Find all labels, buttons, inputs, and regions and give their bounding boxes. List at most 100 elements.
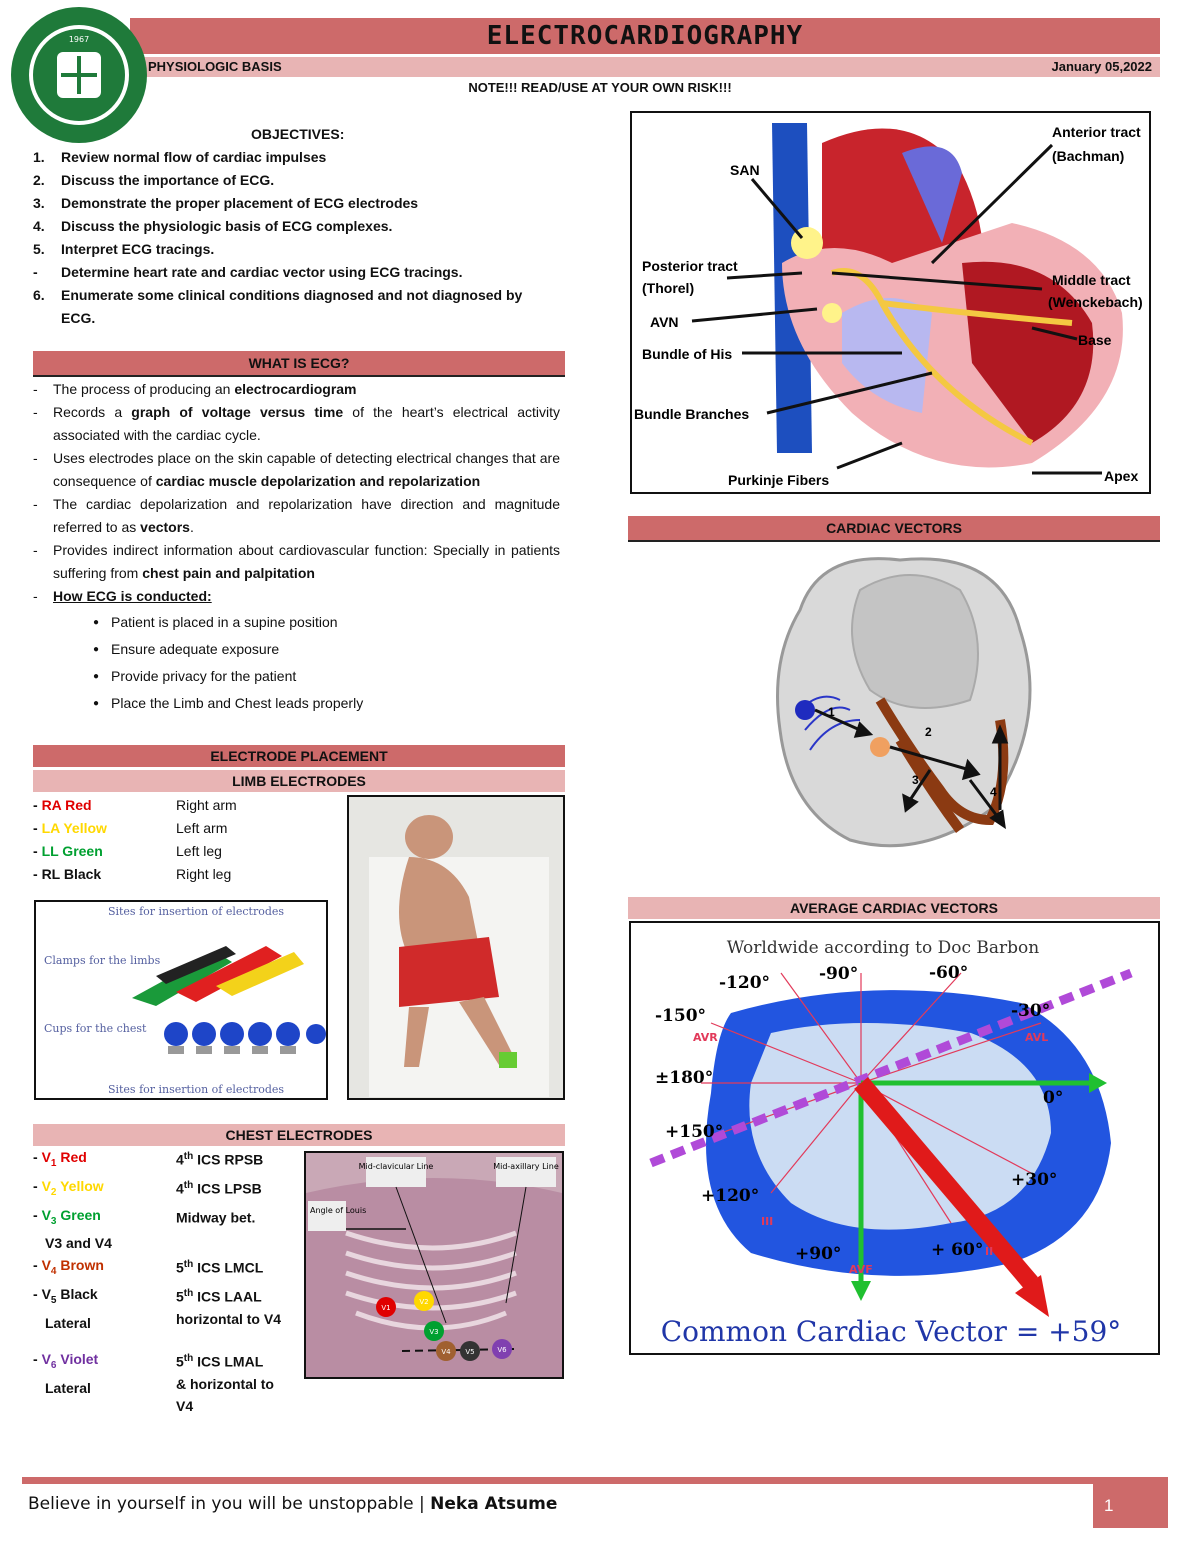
angle-label: ±180° <box>655 1068 713 1088</box>
conduction-figure: SAN Anterior tract(Bachman) Posterior tr… <box>630 111 1151 494</box>
angle-label: Angle of Louis <box>310 1206 366 1215</box>
lead-marker <box>376 1297 396 1317</box>
lead-label: AVL <box>1025 1031 1048 1044</box>
angle-label: -120° <box>719 973 770 993</box>
limb-electrode-site: Left arm <box>176 820 228 836</box>
objectives-heading: OBJECTIVES: <box>251 126 345 142</box>
objective-item: 2.Discuss the importance of ECG. <box>33 172 275 188</box>
title-bar <box>130 18 1160 54</box>
bullet: -Provides indirect information about car… <box>33 542 560 581</box>
limb-electrodes-heading: LIMB ELECTRODES <box>33 770 565 792</box>
what-is-ecg-heading: WHAT IS ECG? <box>33 351 565 377</box>
limb-electrode-row: - RA Red Right arm <box>33 794 333 817</box>
anterior-tract-label: Anterior tract(Bachman) <box>1052 124 1141 164</box>
posterior-tract-label: Posterior tract(Thorel) <box>642 258 738 296</box>
footer-motto: Believe in yourself in you will be unsto… <box>28 1494 558 1514</box>
vector-4-label: 4 <box>990 785 997 799</box>
average-vectors-heading: AVERAGE CARDIAC VECTORS <box>628 897 1160 919</box>
lead-marker-label: V6 <box>497 1346 507 1354</box>
bullet: -Uses electrodes place on the skin capab… <box>33 450 560 489</box>
patient-photo <box>347 795 565 1100</box>
lead-marker-label: V2 <box>419 1298 428 1306</box>
vector-3-label: 3 <box>912 773 919 787</box>
objective-item: 4.Discuss the physiologic basis of ECG c… <box>33 218 393 234</box>
lead-marker-label: V3 <box>429 1328 438 1336</box>
mcl-label: Mid-clavicular Line <box>359 1162 434 1171</box>
how-item: Provide privacy for the patient <box>93 664 560 691</box>
bundle-of-his-label: Bundle of His <box>642 346 732 362</box>
objective-item: 1.Review normal flow of cardiac impulses <box>33 149 327 165</box>
fig-title: Worldwide according to Doc Barbon <box>727 938 1040 958</box>
university-seal: 1967 <box>8 4 150 146</box>
footer-rule <box>22 1477 1168 1484</box>
limb-electrode-site: Right arm <box>176 797 237 813</box>
lead-marker <box>414 1291 434 1311</box>
limb-electrode-row: - LL Green Left leg <box>33 840 333 863</box>
bullet: -The process of producing an electrocard… <box>33 381 357 397</box>
angle-label: +30° <box>1011 1170 1057 1190</box>
how-ecg-list: Patient is placed in a supine positionEn… <box>93 610 560 718</box>
objective-item: 3.Demonstrate the proper placement of EC… <box>33 195 419 211</box>
clamps-label: Clamps for the limbs <box>44 954 161 967</box>
how-item: Place the Limb and Chest leads properly <box>93 691 560 718</box>
lead-label: AVR <box>693 1031 718 1044</box>
angle-label: -90° <box>819 964 858 984</box>
chest-electrodes-heading: CHEST ELECTRODES <box>33 1124 565 1146</box>
angle-label: +120° <box>701 1186 759 1206</box>
limb-electrode-code: - LL Green <box>33 843 103 859</box>
purkinje-label: Purkinje Fibers <box>728 472 829 488</box>
limb-electrode-site: Left leg <box>176 843 222 859</box>
apex-label: Apex <box>1104 468 1138 484</box>
how-item: Patient is placed in a supine position <box>93 610 560 637</box>
bullet: -How ECG is conducted: <box>33 588 212 604</box>
risk-note: NOTE!!! READ/USE AT YOUR OWN RISK!!! <box>468 80 732 95</box>
clamp-top-label: Sites for insertion of electrodes <box>108 905 284 918</box>
subtitle-bar <box>130 57 1160 77</box>
bullet: -The cardiac depolarization and repolari… <box>33 496 560 535</box>
limb-electrode-site: Right leg <box>176 866 232 882</box>
angle-label: +90° <box>795 1244 841 1264</box>
mal-label: Mid-axillary Line <box>493 1162 559 1171</box>
subtitle: PHYSIOLOGIC BASIS <box>148 59 282 74</box>
angle-label: + 60° <box>931 1240 983 1260</box>
lead-marker-label: V5 <box>465 1348 474 1356</box>
clamp-bottom-label: Sites for insertion of electrodes <box>108 1083 284 1096</box>
lead-label: AVF <box>849 1263 873 1276</box>
page-number-box <box>1093 1484 1168 1528</box>
vector-1-label: 1 <box>828 705 835 719</box>
cardiac-vectors-figure: 1 2 3 4 <box>760 550 1060 860</box>
vector-2-label: 2 <box>925 725 932 739</box>
angle-label: -60° <box>929 963 968 983</box>
lead-label: II <box>985 1245 993 1258</box>
middle-tract-label: Middle tract(Wenckebach) <box>1048 272 1143 310</box>
limb-electrode-code: - RL Black <box>33 866 102 882</box>
bundle-branches-label: Bundle Branches <box>634 406 749 422</box>
date: January 05,2022 <box>1051 59 1152 74</box>
cups-label: Cups for the chest <box>44 1022 147 1035</box>
lead-marker <box>492 1339 512 1359</box>
objectives-list: 1.Review normal flow of cardiac impulses… <box>33 146 560 330</box>
seal-year: 1967 <box>69 35 89 44</box>
limb-electrode-row: - RL Black Right leg <box>33 863 333 886</box>
angle-label: 0° <box>1043 1088 1063 1108</box>
electrode-placement-heading: ELECTRODE PLACEMENT <box>33 745 565 767</box>
page-title: ELECTROCARDIOGRAPHY <box>486 21 804 51</box>
objective-item: -Determine heart rate and cardiac vector… <box>33 264 463 280</box>
lead-label: III <box>761 1215 773 1228</box>
how-item: Ensure adequate exposure <box>93 637 560 664</box>
caption: Common Cardiac Vector = +59° <box>661 1315 1122 1348</box>
base-label: Base <box>1078 332 1112 348</box>
what-is-ecg-body: -The process of producing an electrocard… <box>33 378 560 718</box>
lead-marker <box>436 1341 456 1361</box>
cardiac-vectors-heading: CARDIAC VECTORS <box>628 516 1160 542</box>
san-label: SAN <box>730 162 760 178</box>
chest-figure: Mid-clavicular Line Mid-axillary Line An… <box>304 1151 564 1379</box>
average-vectors-figure: Worldwide according to Doc Barbon -120° … <box>629 921 1160 1355</box>
limb-electrode-code: - RA Red <box>33 797 92 813</box>
